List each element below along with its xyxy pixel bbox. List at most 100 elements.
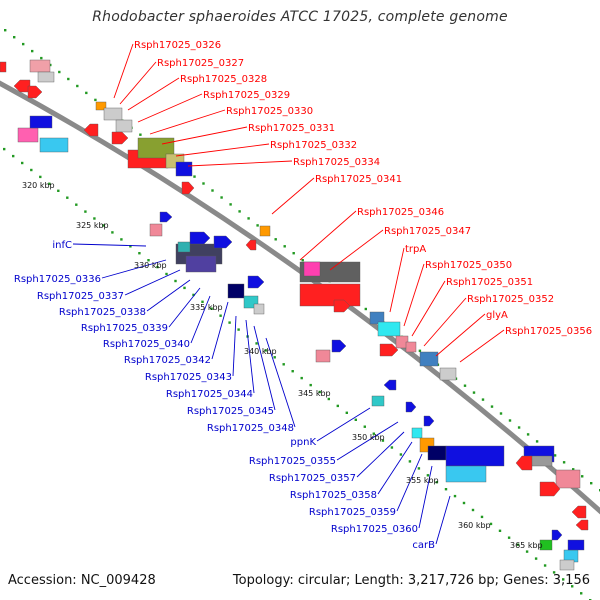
tick-dot [58, 70, 61, 74]
tick-dot [417, 467, 421, 470]
leader-line [113, 43, 134, 99]
tick-dot [31, 49, 34, 53]
gene-label-minus: Rsph17025_0345 [187, 406, 274, 417]
gene-arrow [551, 529, 563, 541]
tick-dot [534, 557, 538, 560]
leader-line [72, 243, 147, 247]
tick-dot [282, 363, 285, 366]
gene-feature [439, 367, 457, 381]
gene-label-plus: Rsph17025_0347 [384, 226, 471, 237]
tick-dot [572, 468, 575, 471]
leader-line [146, 279, 191, 312]
tick-label: 340 kbp [244, 347, 277, 356]
gene-feature [29, 59, 51, 73]
gene-arrow [83, 123, 99, 137]
tick-dot [12, 154, 15, 158]
gene-feature [39, 137, 69, 153]
tick-dot [264, 349, 267, 352]
gene-feature [0, 61, 7, 73]
gene-feature [419, 351, 439, 367]
tick-dot [480, 515, 484, 519]
leader-line [245, 319, 255, 394]
tick-dot [129, 245, 132, 248]
tick-dot [49, 63, 52, 67]
gene-feature [177, 241, 191, 253]
gene-label-minus: Rsph17025_0336 [14, 274, 101, 285]
gene-arrow [27, 85, 43, 99]
gene-label-plus: Rsph17025_0346 [357, 207, 444, 218]
tick-dot [472, 391, 476, 394]
gene-label-minus: Rsph17025_0342 [124, 355, 211, 366]
gene-feature [303, 261, 321, 277]
tick-dot [390, 446, 394, 449]
leader-line [137, 93, 203, 123]
tick-dot [580, 592, 583, 595]
tick-dot [471, 508, 475, 512]
tick-dot [174, 279, 177, 283]
gene-label-minus: Rsph17025_0344 [166, 389, 253, 400]
leader-line [101, 259, 167, 279]
leader-line [411, 280, 446, 337]
gene-arrow [111, 131, 129, 145]
tick-dot [418, 349, 422, 352]
gene-feature [559, 559, 575, 571]
tick-dot [211, 189, 214, 192]
gene-feature [29, 115, 53, 129]
tick-dot [408, 460, 412, 463]
tick-dot [498, 529, 502, 532]
tick-dot [525, 550, 529, 553]
tick-dot [354, 418, 357, 421]
tick-dot [256, 224, 259, 227]
tick-dot [336, 404, 339, 408]
gene-arrow [515, 455, 533, 471]
tick-dot [590, 482, 593, 485]
tick-dot [435, 481, 439, 484]
tick-dot [220, 196, 223, 199]
tick-dot [183, 286, 186, 290]
gene-arrow [423, 415, 435, 427]
tick-dot [255, 342, 258, 345]
tick-dot [102, 224, 105, 227]
map-title: Rhodobacter sphaeroides ATCC 17025, comp… [92, 9, 508, 25]
tick-dot [517, 426, 521, 429]
tick-dot [147, 259, 150, 262]
tick-dot [463, 384, 467, 387]
gene-label-minus: Rsph17025_0338 [59, 307, 146, 318]
gene-feature [259, 225, 271, 237]
gene-feature [529, 455, 553, 467]
tick-dot [165, 272, 168, 276]
tick-dot [535, 440, 539, 443]
gene-arrow [213, 235, 233, 249]
tick-dot [571, 585, 574, 588]
leader-line [149, 109, 226, 135]
tick-dot [201, 300, 204, 303]
tick-dot [453, 494, 457, 498]
gene-feature [555, 469, 581, 489]
gene-feature [299, 283, 361, 307]
gene-arrow [247, 275, 265, 289]
gene-arrow [405, 401, 417, 413]
tick-dot [364, 307, 367, 311]
gene-feature [149, 223, 163, 237]
leader-line [299, 210, 357, 261]
gene-label-minus: infC [52, 240, 72, 251]
tick-dot [39, 175, 42, 179]
gene-label-plus: Rsph17025_0356 [505, 326, 592, 337]
tick-dot [291, 370, 294, 373]
tick-dot [238, 210, 241, 213]
gene-feature [405, 341, 417, 353]
tick-dot [66, 196, 69, 199]
gene-label-minus: Rsph17025_0360 [331, 524, 418, 535]
leader-line [190, 295, 211, 344]
tick-dot [309, 383, 312, 387]
genes-layer [0, 59, 589, 571]
gene-arrow [575, 519, 589, 531]
tick-dot [581, 475, 584, 478]
gene-feature [377, 321, 401, 337]
tick-dot [76, 84, 79, 88]
gene-feature [185, 255, 217, 273]
tick-dot [93, 217, 96, 220]
gene-arrow [383, 379, 397, 391]
leader-line [316, 407, 371, 442]
